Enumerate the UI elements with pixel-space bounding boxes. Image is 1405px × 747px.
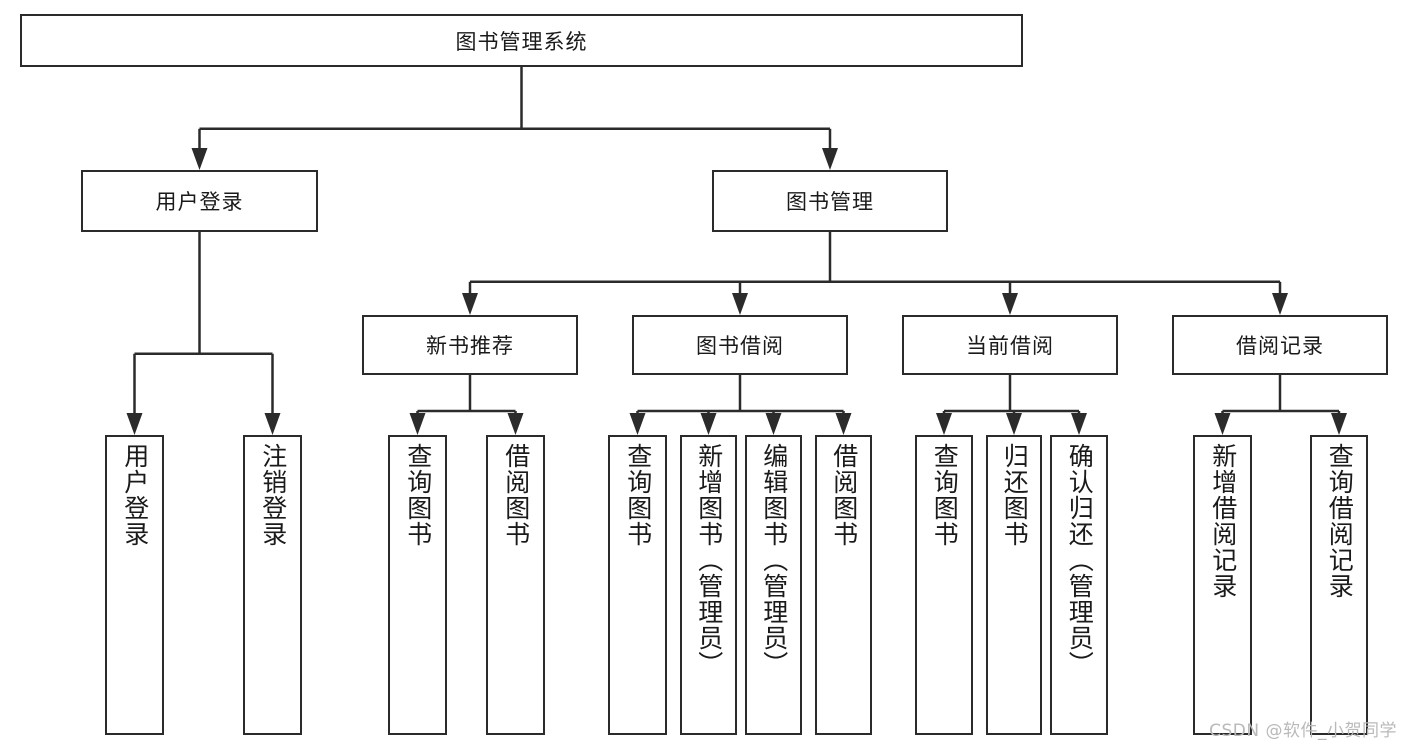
node-leaf-1[interactable]: 注销登录: [243, 435, 302, 735]
node-label: 借阅记录: [1236, 334, 1324, 358]
node-leaf-4[interactable]: 查询图书: [608, 435, 667, 735]
node-leaf-0[interactable]: 用户登录: [105, 435, 164, 735]
node-l1-0[interactable]: 用户登录: [81, 170, 318, 232]
node-label: 确认归还（管理员）: [1065, 443, 1095, 677]
arrow-head-icon: [1331, 413, 1347, 435]
arrow-head-icon: [700, 413, 717, 435]
node-label: 借阅图书: [501, 443, 531, 547]
arrow-head-icon: [835, 413, 852, 435]
node-leaf-11[interactable]: 新增借阅记录: [1193, 435, 1252, 735]
node-leaf-9[interactable]: 归还图书: [986, 435, 1042, 735]
node-leaf-2[interactable]: 查询图书: [388, 435, 447, 735]
node-label: 查询图书: [403, 443, 433, 547]
arrow-head-icon: [126, 413, 143, 435]
arrow-head-icon: [1006, 413, 1022, 435]
node-label: 新增借阅记录: [1208, 443, 1238, 599]
arrow-head-icon: [936, 413, 952, 435]
node-l2-0[interactable]: 新书推荐: [362, 315, 578, 375]
node-leaf-10[interactable]: 确认归还（管理员）: [1050, 435, 1108, 735]
arrow-head-icon: [409, 413, 426, 435]
arrow-head-icon: [732, 293, 748, 315]
arrow-head-icon: [1071, 413, 1087, 435]
node-label: 新增图书（管理员）: [694, 443, 724, 677]
node-leaf-3[interactable]: 借阅图书: [486, 435, 545, 735]
arrow-head-icon: [822, 148, 838, 170]
arrow-head-icon: [765, 413, 782, 435]
node-label: 查询图书: [623, 443, 653, 547]
node-label: 编辑图书（管理员）: [759, 443, 789, 677]
node-l2-1[interactable]: 图书借阅: [632, 315, 848, 375]
node-leaf-12[interactable]: 查询借阅记录: [1310, 435, 1368, 735]
node-label: 用户登录: [155, 190, 244, 214]
node-root[interactable]: 图书管理系统: [20, 14, 1023, 67]
watermark-label: CSDN @软件_小贺同学: [1209, 721, 1397, 741]
arrow-head-icon: [1272, 293, 1288, 315]
node-label: 用户登录: [120, 443, 150, 547]
node-label: 归还图书: [1000, 443, 1030, 547]
arrow-head-icon: [1002, 293, 1018, 315]
node-label: 借阅图书: [829, 443, 859, 547]
node-leaf-5[interactable]: 新增图书（管理员）: [680, 435, 737, 735]
arrow-head-icon: [264, 413, 281, 435]
arrow-head-icon: [507, 413, 524, 435]
arrow-head-icon: [462, 293, 478, 315]
arrow-head-icon: [191, 148, 208, 170]
node-label: 当前借阅: [966, 334, 1054, 358]
node-label: 查询图书: [930, 443, 960, 547]
node-leaf-8[interactable]: 查询图书: [915, 435, 973, 735]
node-l2-2[interactable]: 当前借阅: [902, 315, 1118, 375]
node-label: 新书推荐: [426, 334, 514, 358]
node-label: 图书管理: [786, 190, 874, 214]
arrow-head-icon: [1214, 413, 1231, 435]
node-l1-1[interactable]: 图书管理: [712, 170, 948, 232]
node-label: 图书管理系统: [455, 29, 588, 54]
node-label: 注销登录: [258, 443, 288, 547]
node-label: 查询借阅记录: [1325, 443, 1355, 599]
node-leaf-6[interactable]: 编辑图书（管理员）: [745, 435, 802, 735]
node-l2-3[interactable]: 借阅记录: [1172, 315, 1388, 375]
node-leaf-7[interactable]: 借阅图书: [815, 435, 872, 735]
arrow-head-icon: [629, 413, 646, 435]
node-label: 图书借阅: [696, 334, 784, 358]
